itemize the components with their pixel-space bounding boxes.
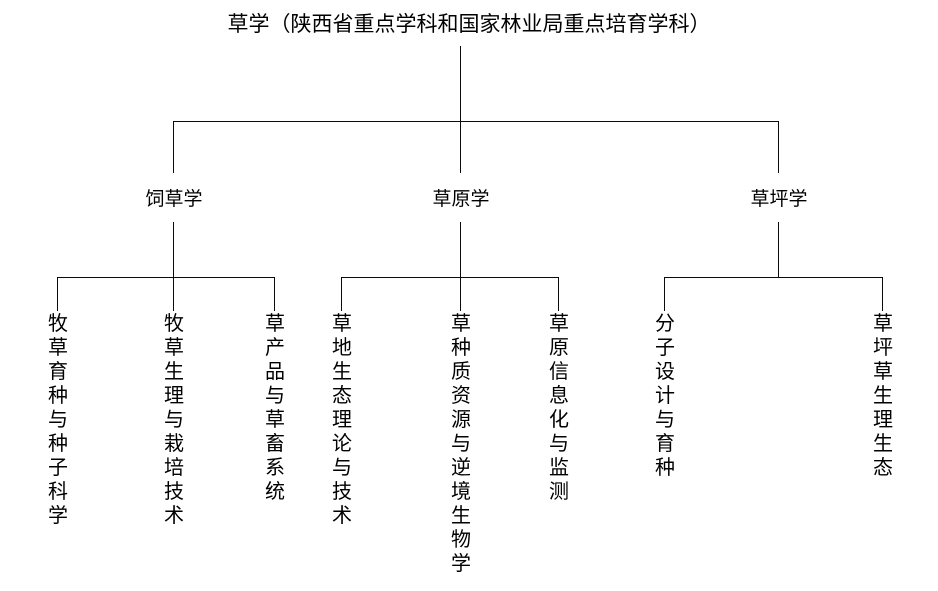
root-node-label: 草学（陕西省重点学科和国家林业局重点培育学科） <box>227 12 711 36</box>
connector-drop-leaf-6 <box>558 277 559 311</box>
connector-drop-leaf-1 <box>57 277 58 311</box>
connector-stem-group-a <box>173 222 174 278</box>
leaf-node-8: 草坪草生理生态 <box>873 311 893 479</box>
connector-bus-group-b <box>341 277 559 278</box>
level2-node-caopingxue: 草坪学 <box>750 188 808 210</box>
connector-drop-leaf-8 <box>882 277 883 311</box>
leaf-node-1: 牧草育种与种子科学 <box>48 311 68 527</box>
connector-drop-caoping <box>778 121 779 173</box>
connector-level1-bus <box>173 121 779 122</box>
connector-bus-group-a <box>57 277 275 278</box>
level2-node-sicaoxue: 饲草学 <box>145 188 203 210</box>
connector-drop-leaf-5 <box>460 277 461 311</box>
leaf-node-5: 草种质资源与逆境生物学 <box>451 311 471 575</box>
connector-drop-leaf-7 <box>664 277 665 311</box>
leaf-node-3: 草产品与草畜系统 <box>265 311 285 503</box>
connector-bus-group-c <box>664 277 883 278</box>
connector-drop-leaf-4 <box>341 277 342 311</box>
leaf-node-6: 草原信息化与监测 <box>549 311 569 503</box>
connector-stem-group-c <box>778 222 779 278</box>
connector-drop-sicao <box>173 121 174 173</box>
connector-drop-leaf-3 <box>274 277 275 311</box>
leaf-node-2: 牧草生理与栽培技术 <box>164 311 184 527</box>
connector-stem-group-b <box>460 222 461 278</box>
leaf-node-4: 草地生态理论与技术 <box>332 311 352 527</box>
connector-root-stem <box>460 46 461 121</box>
connector-drop-caoyuan <box>460 121 461 173</box>
level2-node-caoyuanxue: 草原学 <box>432 188 490 210</box>
leaf-node-7: 分子设计与育种 <box>655 311 675 479</box>
connector-drop-leaf-2 <box>173 277 174 311</box>
